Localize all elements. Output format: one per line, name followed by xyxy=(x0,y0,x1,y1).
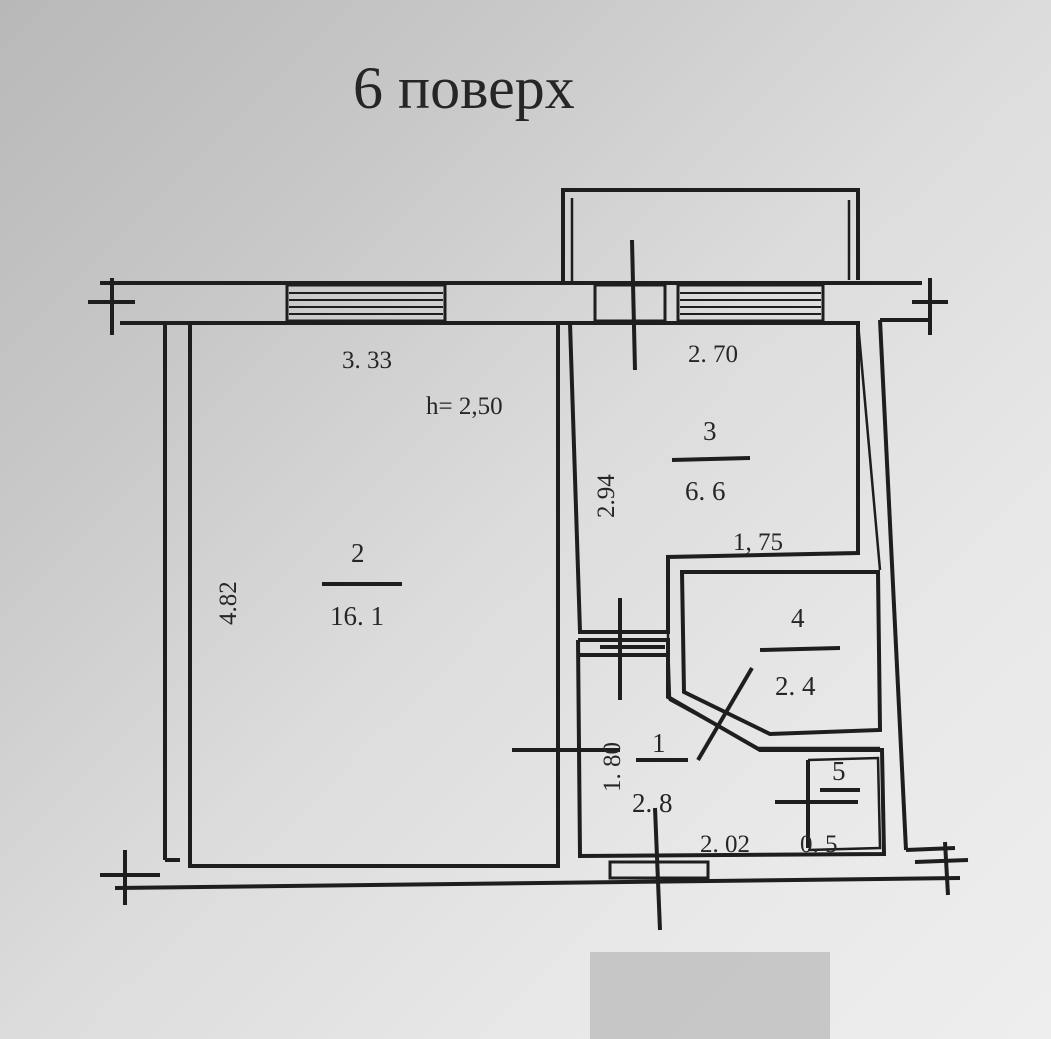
dim-room-3-length: 2.94 xyxy=(593,474,620,518)
room-5-area: 0. 5 xyxy=(800,831,838,858)
room-1 xyxy=(576,638,887,859)
room-1-area: 2. 8 xyxy=(632,788,673,818)
room-4 xyxy=(679,570,883,737)
scan-shadow xyxy=(590,952,830,1039)
dim-room-2-length: 4.82 xyxy=(215,581,242,625)
ceiling-height: h= 2,50 xyxy=(426,393,503,420)
door-room-3 xyxy=(600,598,665,700)
door-room-5 xyxy=(775,760,858,848)
dim-room-3-partition: 1, 75 xyxy=(733,529,783,556)
room-2-number: 2 xyxy=(351,538,365,568)
room-5 xyxy=(807,756,882,852)
dim-room-3-width: 2. 70 xyxy=(688,341,738,368)
floor-title: 6 поверх xyxy=(353,55,575,121)
dim-room-1-length: 1. 80 xyxy=(599,742,626,792)
room-3-area: 6. 6 xyxy=(685,476,726,506)
room-5-number: 5 xyxy=(832,756,846,786)
balcony xyxy=(561,188,860,285)
dim-room-2-width: 3. 33 xyxy=(342,347,392,374)
door-room-4 xyxy=(696,666,754,762)
room-4-area: 2. 4 xyxy=(775,671,816,701)
room-1-number: 1 xyxy=(652,728,666,758)
window-room-3 xyxy=(676,283,825,323)
room-4-number: 4 xyxy=(791,603,805,633)
wall-end-markers xyxy=(88,278,969,905)
entrance-door xyxy=(608,807,710,931)
room-4-fraction-bar xyxy=(759,646,841,652)
balcony-door xyxy=(593,239,667,371)
room-3-number: 3 xyxy=(703,416,717,446)
room-2-area: 16. 1 xyxy=(330,601,384,631)
room-3-fraction-bar xyxy=(671,456,751,462)
window-room-2 xyxy=(285,283,447,323)
dim-room-1-width: 2. 02 xyxy=(700,831,750,858)
room-2 xyxy=(188,321,560,868)
